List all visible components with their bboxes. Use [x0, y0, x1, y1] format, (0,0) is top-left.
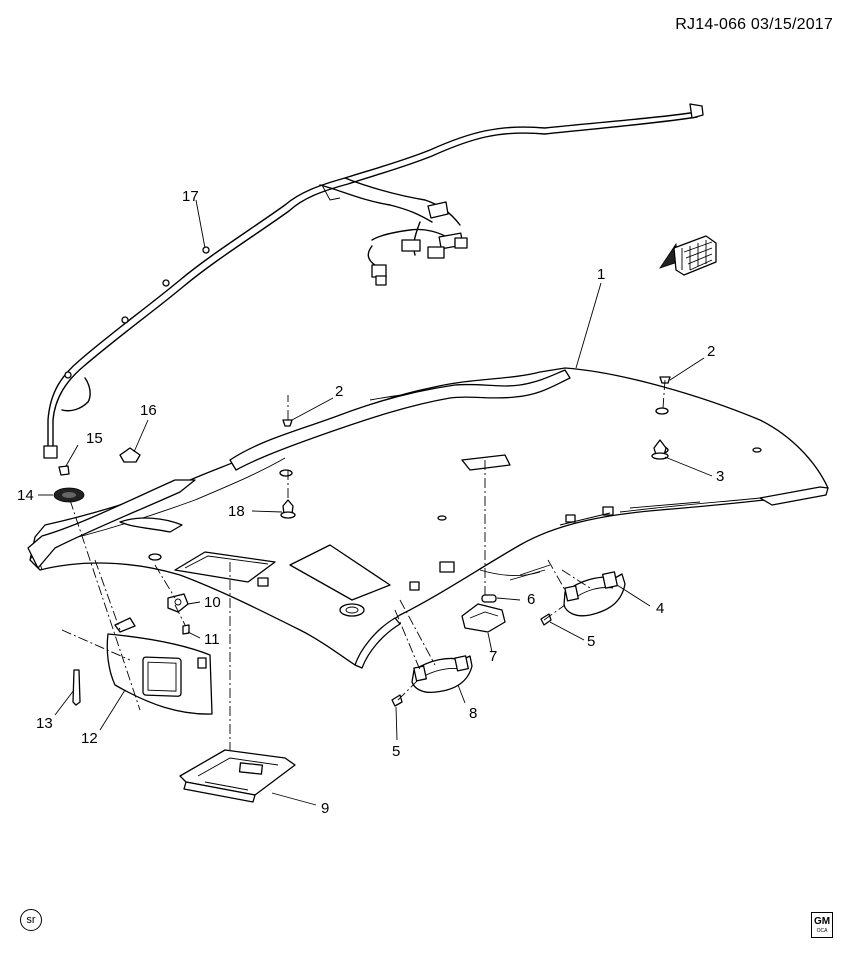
callout-4: 4 — [656, 600, 665, 617]
pillar-trim — [27, 447, 196, 569]
callout-15: 15 — [86, 430, 103, 447]
callout-18: 18 — [228, 503, 245, 520]
gm-logo: GM OCA — [811, 912, 833, 938]
retainer-clips — [53, 376, 671, 519]
callout-13: 13 — [36, 715, 53, 732]
front-direction-arrow — [659, 235, 717, 276]
callout-11: 11 — [204, 631, 220, 648]
dome-lamp — [461, 594, 506, 633]
coat-hook — [167, 593, 190, 635]
callout-14: 14 — [17, 487, 34, 504]
overhead-console — [179, 749, 296, 803]
callout-1: 1 — [597, 266, 606, 283]
sr-mark: sr — [20, 909, 42, 931]
callout-9: 9 — [321, 800, 330, 817]
callout-8: 8 — [469, 705, 478, 722]
headliner-panel — [29, 367, 829, 669]
callout-16: 16 — [140, 402, 157, 419]
callout-12: 12 — [81, 730, 98, 747]
assist-handles — [391, 571, 626, 707]
leader-lines — [38, 199, 713, 806]
wiring-harness — [43, 103, 704, 459]
callout-5-left: 5 — [392, 743, 401, 760]
sun-visor — [72, 617, 213, 715]
callout-17: 17 — [182, 188, 199, 205]
callout-10: 10 — [204, 594, 221, 611]
callout-2-right: 2 — [707, 343, 716, 360]
diagram-code-date: RJ14-066 03/15/2017 — [675, 16, 833, 33]
gm-logo-text: GM — [813, 915, 831, 927]
callout-5-right: 5 — [587, 633, 596, 650]
callout-7: 7 — [489, 648, 498, 665]
gm-logo-subtext: OCA — [816, 927, 828, 934]
callout-3: 3 — [716, 468, 725, 485]
callout-2-center: 2 — [335, 383, 344, 400]
callout-6: 6 — [527, 591, 536, 608]
